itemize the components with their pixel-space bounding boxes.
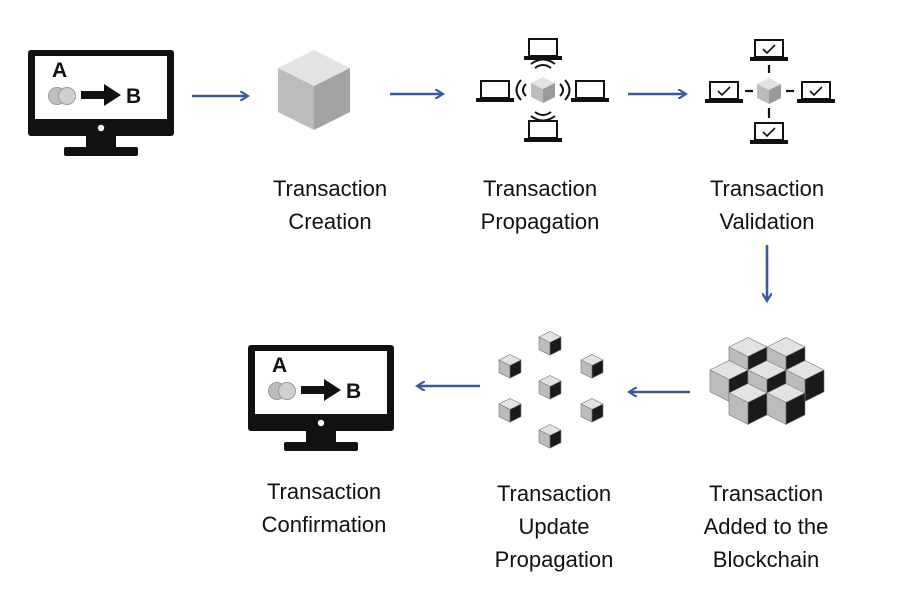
distributed-blocks-icon xyxy=(498,331,604,449)
target-monitor-icon: A B xyxy=(248,345,394,451)
label-transaction-added-to-blockchain: Transaction Added to the Blockchain xyxy=(676,477,856,576)
validated-laptop-icon-bottom xyxy=(750,122,788,144)
label-line: Update xyxy=(518,514,590,539)
validated-laptop-icon-right xyxy=(797,81,835,103)
source-receiver-label: B xyxy=(126,85,141,108)
label-line: Propagation xyxy=(480,209,600,234)
coins-icon xyxy=(268,382,296,400)
network-cube-icon xyxy=(531,77,555,103)
target-sender-label: A xyxy=(272,354,287,377)
label-line: Blockchain xyxy=(712,547,820,572)
label-line: Transaction xyxy=(709,176,825,201)
label-line: Transaction xyxy=(266,479,382,504)
source-sender-label: A xyxy=(52,59,67,82)
laptop-icon-right xyxy=(571,80,609,102)
validation-cube-icon xyxy=(757,78,781,104)
distributed-cube xyxy=(538,375,562,400)
signal-waves-icon xyxy=(515,58,571,122)
label-line: Transaction xyxy=(708,481,824,506)
label-line: Validation xyxy=(719,209,815,234)
laptop-icon-top xyxy=(524,38,562,60)
validated-laptop-icon-top xyxy=(750,39,788,61)
source-monitor-icon: A B xyxy=(28,50,174,156)
label-line: Added to the xyxy=(703,514,829,539)
transfer-arrow-icon xyxy=(81,84,121,106)
label-transaction-creation: Transaction Creation xyxy=(240,172,420,238)
label-transaction-update-propagation: Transaction Update Propagation xyxy=(464,477,644,576)
blockchain-cluster-icon xyxy=(709,337,825,425)
label-line: Transaction xyxy=(272,176,388,201)
distributed-cube xyxy=(498,398,522,423)
label-transaction-propagation: Transaction Propagation xyxy=(450,172,630,238)
distributed-cube xyxy=(580,354,604,379)
label-line: Creation xyxy=(288,209,372,234)
label-line: Transaction xyxy=(482,176,598,201)
validation-connectors xyxy=(745,65,794,118)
flow-arrows xyxy=(192,94,767,392)
validated-laptop-icon-left xyxy=(705,81,743,103)
laptop-icon-bottom xyxy=(524,120,562,142)
distributed-cube xyxy=(538,331,562,356)
target-receiver-label: B xyxy=(346,380,361,403)
transaction-block-cube-icon xyxy=(278,50,350,130)
validation-network-icon xyxy=(705,39,835,144)
label-transaction-confirmation: Transaction Confirmation xyxy=(234,475,414,541)
label-line: Transaction xyxy=(496,481,612,506)
cluster-cube xyxy=(728,383,768,425)
distributed-cube xyxy=(538,424,562,449)
transfer-arrow-icon xyxy=(301,379,341,401)
propagation-network-icon xyxy=(476,38,609,142)
label-line: Propagation xyxy=(494,547,614,572)
laptop-icon-left xyxy=(476,80,514,102)
label-transaction-validation: Transaction Validation xyxy=(677,172,857,238)
distributed-cube xyxy=(580,398,604,423)
distributed-cube xyxy=(498,354,522,379)
cluster-cube xyxy=(766,383,806,425)
coins-icon xyxy=(48,87,76,105)
label-line: Confirmation xyxy=(261,512,387,537)
